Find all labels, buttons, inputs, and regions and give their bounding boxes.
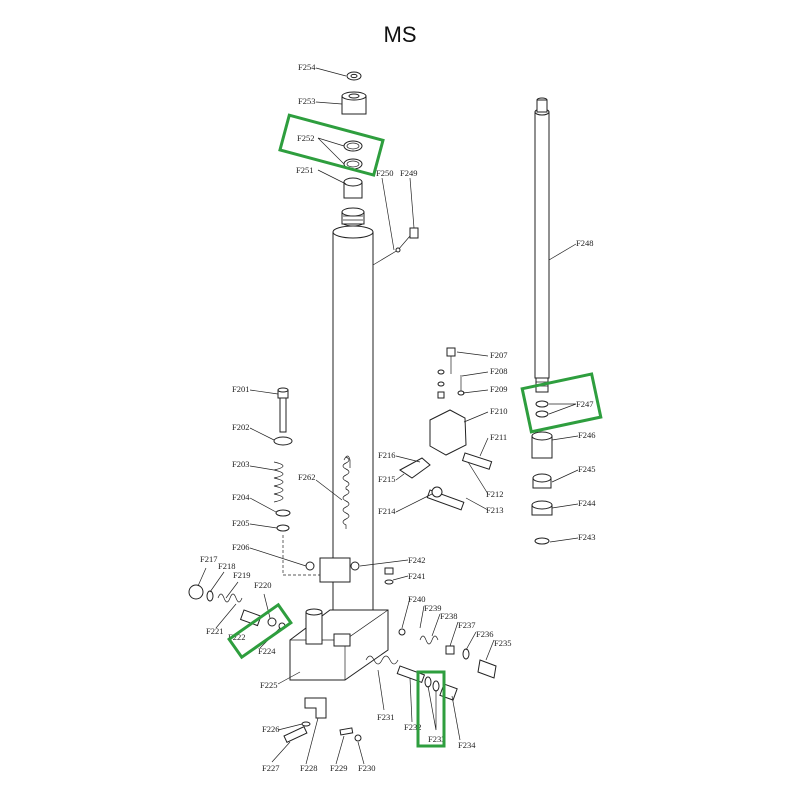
label-f211: F211 (490, 432, 507, 442)
pedal-assembly (283, 697, 362, 744)
label-f233: F233 (428, 734, 445, 744)
label-f205: F205 (232, 518, 249, 528)
label-f221: F221 (206, 626, 223, 636)
highlight-box-f222 (227, 602, 293, 660)
label-f210: F210 (490, 406, 507, 416)
label-f235: F235 (494, 638, 511, 648)
label-f202: F202 (232, 422, 249, 432)
label-f215: F215 (378, 474, 395, 484)
highlight-boxes (227, 113, 603, 748)
label-f209: F209 (490, 384, 507, 394)
top-nut-assembly (341, 71, 367, 199)
label-f219: F219 (233, 570, 250, 580)
label-f232: F232 (404, 722, 421, 732)
label-f242: F242 (408, 555, 425, 565)
leader-lines (197, 67, 579, 765)
label-f229: F229 (330, 763, 347, 773)
label-f237: F237 (458, 620, 475, 630)
label-f231: F231 (377, 712, 394, 722)
label-f213: F213 (486, 505, 503, 515)
label-f236: F236 (476, 629, 493, 639)
label-f246: F246 (578, 430, 595, 440)
label-f216: F216 (378, 450, 395, 460)
label-f220: F220 (254, 580, 271, 590)
label-f238: F238 (440, 611, 457, 621)
label-f253: F253 (298, 96, 315, 106)
plunger-rod (531, 97, 553, 545)
label-f247: F247 (576, 399, 593, 409)
latch-assembly (399, 347, 493, 511)
label-f203: F203 (232, 459, 249, 469)
label-f212: F212 (486, 489, 503, 499)
label-f226: F226 (262, 724, 279, 734)
label-f217: F217 (200, 554, 217, 564)
highlight-box-f233 (416, 670, 446, 748)
label-f230: F230 (358, 763, 375, 773)
spring-f262 (342, 455, 351, 529)
label-f206: F206 (232, 542, 249, 552)
label-f227: F227 (262, 763, 279, 773)
label-f251: F251 (296, 165, 313, 175)
label-f234: F234 (458, 740, 476, 750)
label-f262: F262 (298, 472, 315, 482)
label-f222: F222 (228, 632, 245, 642)
label-f214: F214 (378, 506, 396, 516)
label-f228: F228 (300, 763, 317, 773)
label-f225: F225 (260, 680, 277, 690)
highlight-box-f252 (278, 113, 385, 177)
label-f248: F248 (576, 238, 593, 248)
part-labels: F254 F253 F252 F251 F250 F249 F248 F247 … (200, 62, 596, 773)
label-f244: F244 (578, 498, 596, 508)
label-f201: F201 (232, 384, 249, 394)
handle-stack (273, 387, 323, 576)
label-f254: F254 (298, 62, 316, 72)
highlight-box-f247 (520, 372, 603, 434)
label-f224: F224 (258, 646, 276, 656)
bracket-f206 (305, 557, 360, 583)
label-f249: F249 (400, 168, 417, 178)
main-column (332, 207, 374, 621)
label-f204: F204 (232, 492, 250, 502)
base-block (289, 608, 389, 681)
label-f252: F252 (297, 133, 314, 143)
left-valve-assembly (188, 584, 286, 630)
label-f239: F239 (424, 603, 441, 613)
label-f250: F250 (376, 168, 393, 178)
grease-nipple (372, 227, 419, 266)
label-f243: F243 (578, 532, 595, 542)
label-f241: F241 (408, 571, 425, 581)
label-f208: F208 (490, 366, 507, 376)
label-f240: F240 (408, 594, 425, 604)
label-f245: F245 (578, 464, 595, 474)
label-f207: F207 (490, 350, 507, 360)
label-f218: F218 (218, 561, 235, 571)
diagram-title: MS (383, 22, 417, 47)
